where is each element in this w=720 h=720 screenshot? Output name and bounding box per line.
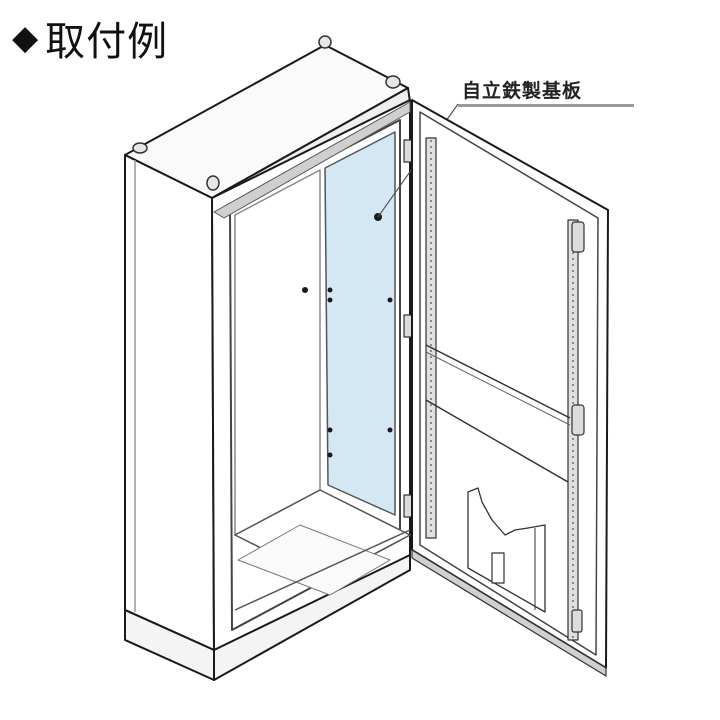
mounting-plate [324,131,396,516]
door-lock [571,221,585,633]
title-text: 取付例 [45,19,169,65]
lifting-eyes [132,35,401,191]
enclosure-left-side [124,154,215,651]
diamond-bullet-icon: ◆ [12,18,40,58]
document-pocket [467,487,546,613]
callout-underline [458,104,634,107]
callout-label: 自立鉄製基板 [462,80,583,102]
page-title: ◆ 取付例 [12,10,168,66]
